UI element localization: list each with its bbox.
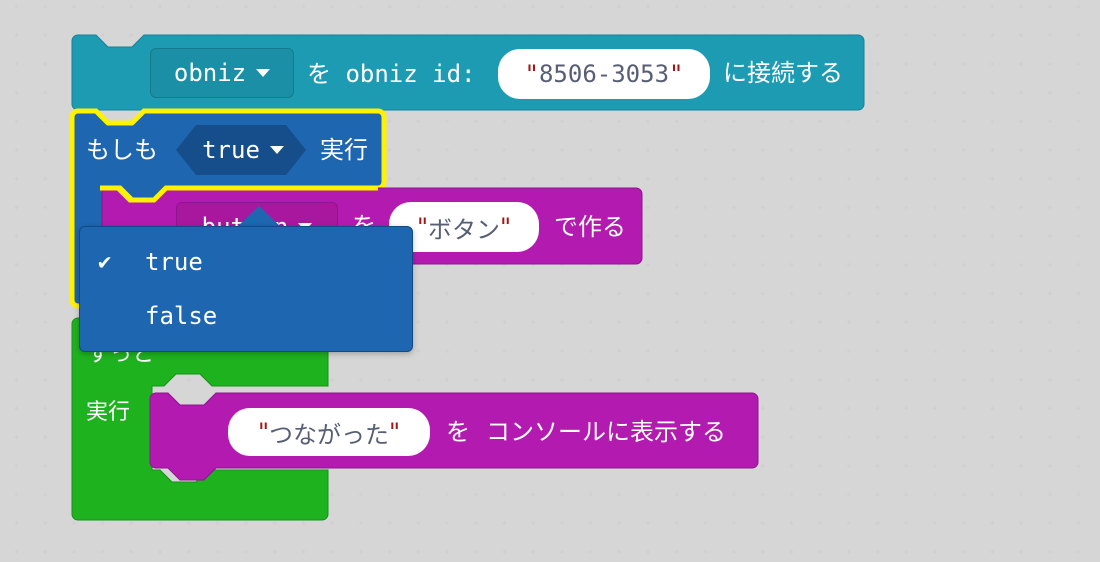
console-message-input[interactable]: "つながった" — [228, 408, 430, 456]
condition-dropdown[interactable]: true — [188, 128, 298, 172]
chevron-down-icon — [256, 69, 271, 77]
menu-item-true[interactable]: ✔ true — [80, 237, 412, 287]
button-name-input[interactable]: "ボタン" — [389, 202, 539, 252]
console-message-value: つながった — [269, 420, 389, 449]
button-name-value: ボタン — [428, 215, 500, 244]
forever-do-label: 実行 — [86, 400, 131, 425]
menu-item-label: true — [145, 248, 203, 276]
condition-hexagon — [176, 125, 306, 175]
condition-value: true — [202, 136, 260, 164]
menu-item-label: false — [145, 302, 218, 330]
obniz-id-input[interactable]: "8506-3053" — [498, 49, 710, 99]
dropdown-value: obniz — [173, 59, 247, 87]
dropdown-arrow — [237, 206, 281, 227]
make-button-suffix: で作る — [554, 213, 626, 241]
menu-item-false[interactable]: false — [80, 291, 412, 341]
chevron-down-icon — [269, 146, 284, 154]
dropdown-menu: ✔ true false — [79, 226, 413, 352]
obniz-id-value: 8506-3053 — [538, 60, 670, 88]
console-text-wo: を — [446, 418, 470, 446]
connect-text-wo: を obniz id: — [307, 60, 476, 88]
connect-suffix: に接続する — [723, 59, 843, 87]
check-icon: ✔ — [98, 249, 112, 275]
if-prefix: もしも — [86, 136, 158, 164]
if-suffix: 実行 — [320, 136, 368, 164]
obniz-variable-dropdown[interactable]: obniz — [150, 48, 294, 98]
console-suffix: コンソールに表示する — [486, 418, 726, 446]
